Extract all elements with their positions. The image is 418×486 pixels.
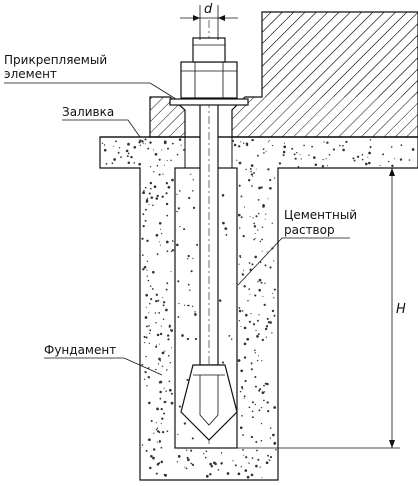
label-cement-mortar: Цементный <box>284 208 357 222</box>
label-attached-element-2: элемент <box>4 67 57 81</box>
label-attached-element: Прикрепляемый <box>4 53 107 67</box>
label-cement-mortar-2: раствор <box>284 223 335 237</box>
bolt-top <box>192 37 226 63</box>
label-foundation: Фундамент <box>44 343 116 357</box>
leader-foundation <box>44 357 163 376</box>
nut <box>180 61 238 99</box>
dim-h-label: H <box>396 302 406 317</box>
dim-d-label: d <box>204 2 213 17</box>
label-grout: Заливка <box>62 105 114 119</box>
attached-element-top <box>262 12 418 97</box>
leader-cement-mortar <box>237 237 350 286</box>
leader-grout <box>62 119 141 138</box>
leader-attached-element <box>4 82 177 100</box>
expansion-cone <box>180 364 238 441</box>
concrete-texture <box>101 138 415 479</box>
washer <box>169 98 249 106</box>
